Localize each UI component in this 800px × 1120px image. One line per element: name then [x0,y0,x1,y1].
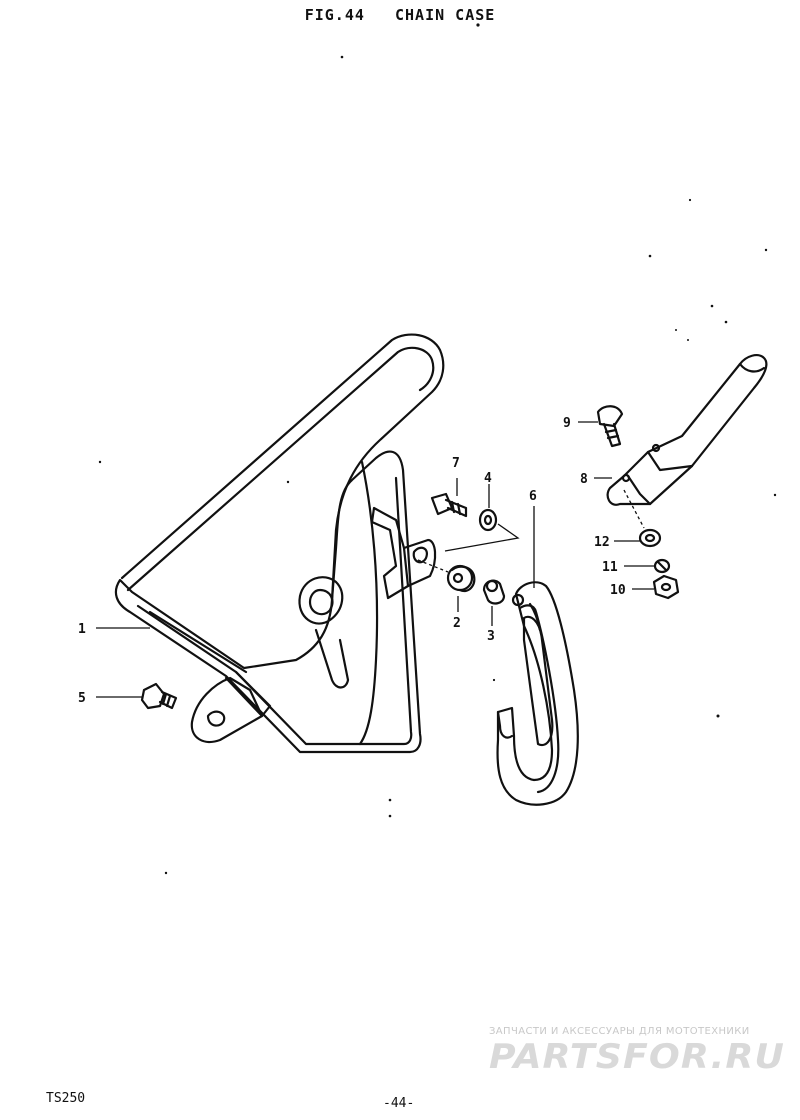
callout-8: 8 [580,472,588,487]
chain-guide-part-6 [496,581,579,806]
washer-part-4 [478,508,498,532]
callout-12: 12 [594,535,610,550]
callout-1: 1 [78,622,86,637]
callout-9: 9 [563,416,571,431]
collar-part-3 [482,579,506,605]
figure-number: FIG.44 [304,6,365,24]
washer-part-12 [638,528,662,548]
bolt-part-7 [430,492,468,518]
callout-3: 3 [487,629,495,644]
callout-10: 10 [610,583,626,598]
callout-11: 11 [602,560,618,575]
callout-2: 2 [453,616,461,631]
chain-case-part-1 [114,333,445,754]
callout-7: 7 [452,456,460,471]
callout-6: 6 [529,489,537,504]
section-title: CHAIN CASE [394,6,496,24]
watermark-logo: PARTSFOR.RU [489,1037,785,1076]
nut-part-10 [652,574,680,600]
figure-title: FIG.44 CHAIN CASE [0,6,800,24]
bolt-part-9 [596,405,624,448]
model-code: TS250 [46,1091,86,1106]
watermark-tagline: ЗАПЧАСТИ И АКСЕССУАРЫ ДЛЯ МОТОТЕХНИКИ [489,1026,750,1037]
page-number: -44- [383,1096,415,1111]
lock-washer-part-11 [653,558,671,574]
grommet-part-2 [446,564,476,593]
bolt-part-5 [140,682,178,710]
callout-5: 5 [78,691,86,706]
bracket-part-8 [606,354,768,506]
watermark-logo-text: PARTSFOR.RU [489,1037,785,1076]
callout-4: 4 [484,471,492,486]
